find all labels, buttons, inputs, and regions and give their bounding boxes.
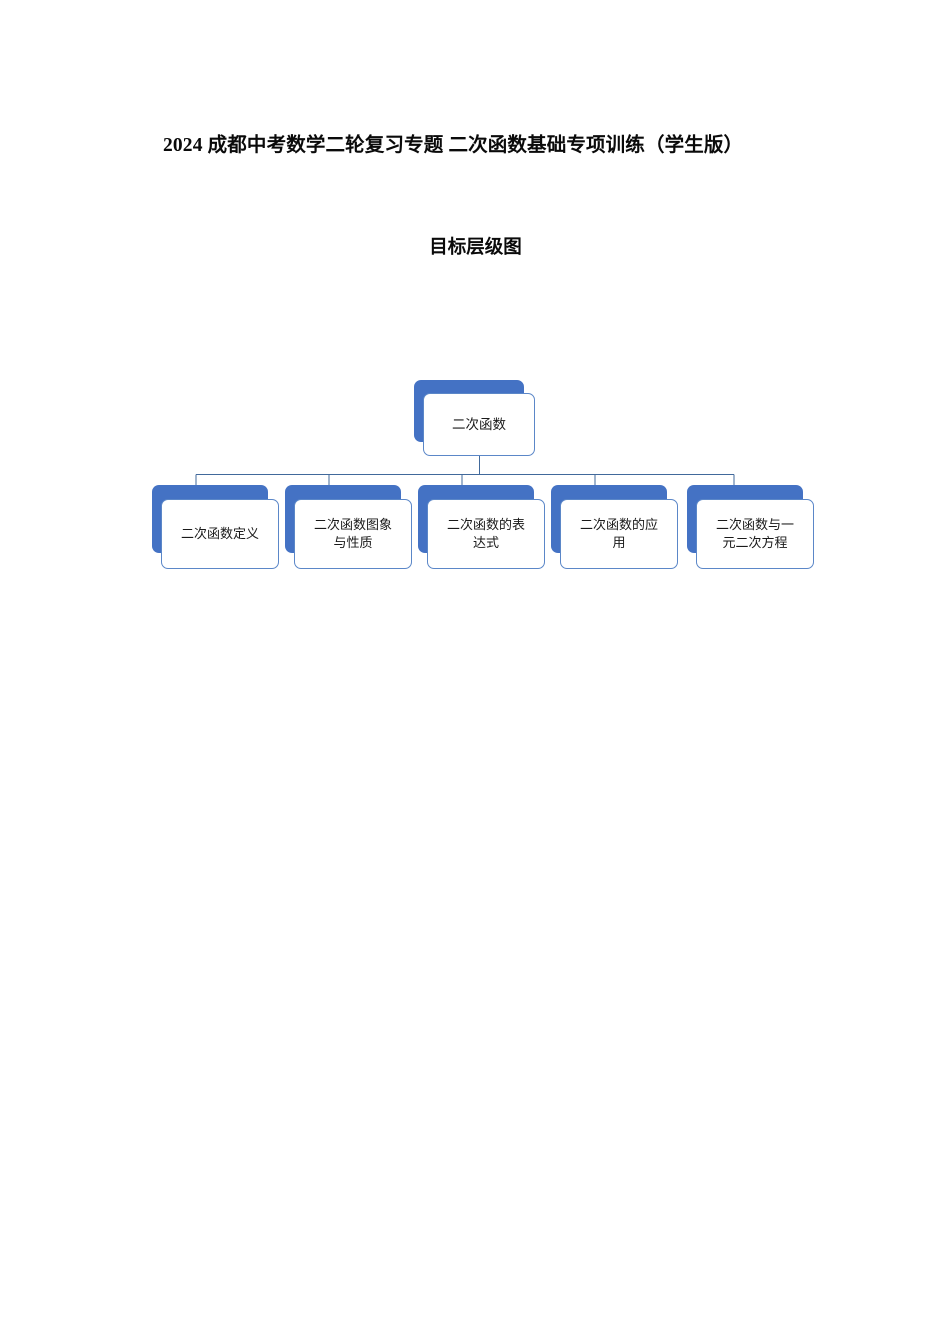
node-label: 二次函数与一 元二次方程 xyxy=(715,516,794,550)
page-title: 2024 成都中考数学二轮复习专题 二次函数基础专项训练（学生版） xyxy=(163,135,744,156)
diagram-node-child-2[interactable]: 二次函数图象 与性质 xyxy=(285,485,413,571)
diagram-node-child-1[interactable]: 二次函数定义 xyxy=(152,485,280,571)
diagram-node-child-4[interactable]: 二次函数的应 用 xyxy=(551,485,679,571)
node-face: 二次函数与一 元二次方程 xyxy=(696,499,814,569)
node-face: 二次函数图象 与性质 xyxy=(294,499,412,569)
node-face: 二次函数定义 xyxy=(161,499,279,569)
diagram-node-child-5[interactable]: 二次函数与一 元二次方程 xyxy=(687,485,815,571)
node-face: 二次函数 xyxy=(423,393,535,456)
node-face: 二次函数的应 用 xyxy=(560,499,678,569)
node-label: 二次函数定义 xyxy=(180,525,259,541)
diagram-node-root[interactable]: 二次函数 xyxy=(414,380,536,458)
node-label: 二次函数 xyxy=(452,416,506,432)
diagram-node-child-3[interactable]: 二次函数的表 达式 xyxy=(418,485,546,571)
node-label: 二次函数的应 用 xyxy=(579,516,658,550)
node-label: 二次函数图象 与性质 xyxy=(313,516,392,550)
node-face: 二次函数的表 达式 xyxy=(427,499,545,569)
page-subtitle: 目标层级图 xyxy=(429,238,522,258)
node-label: 二次函数的表 达式 xyxy=(446,516,525,550)
